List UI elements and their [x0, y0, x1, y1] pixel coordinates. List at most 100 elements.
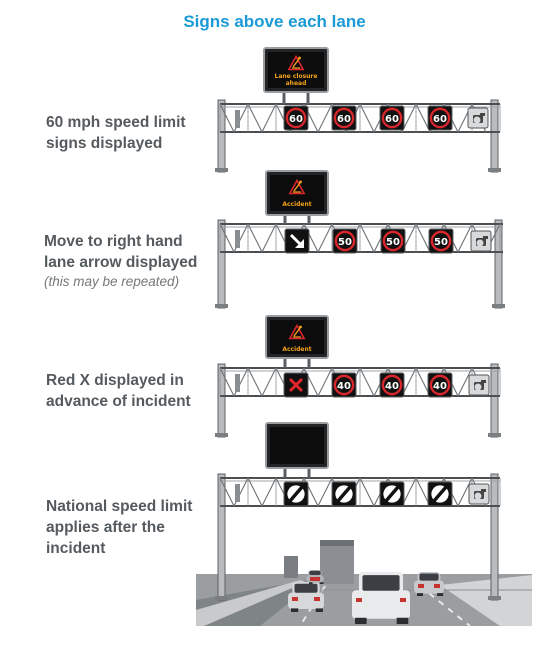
- gantry-bracket: [235, 110, 240, 128]
- truss-diagonal: [247, 223, 263, 253]
- lane-signal-3: 60: [379, 105, 405, 131]
- camera-lens: [474, 383, 482, 391]
- car-light: [292, 597, 298, 601]
- message-sign-text: Accident: [282, 201, 311, 208]
- barrier: [196, 580, 306, 626]
- speed-limit-ring: [334, 230, 356, 252]
- car-wheel: [291, 608, 299, 612]
- arrow-icon: [289, 233, 303, 247]
- caption-line: National speed limit: [46, 498, 193, 515]
- car-body: [352, 590, 410, 619]
- caption-line: 60 mph speed limit: [46, 114, 186, 131]
- lane-signal-1: [283, 372, 309, 398]
- gantry-post-foot: [488, 596, 501, 600]
- national-limit-stripe: [288, 485, 304, 503]
- truss-diagonal: [317, 477, 333, 507]
- speed-limit-value: 40: [385, 381, 399, 392]
- car-window: [362, 575, 400, 591]
- car-window: [309, 570, 321, 576]
- car-wheel: [437, 593, 444, 596]
- car-wheel: [315, 608, 323, 612]
- truss-diagonal: [457, 477, 473, 507]
- national-limit-stripe: [384, 485, 400, 503]
- lane-signal-3: [379, 481, 405, 507]
- gantry-post-foot: [215, 596, 228, 600]
- roadworks-figure: [293, 327, 301, 337]
- camera-lens: [474, 492, 482, 500]
- speed-limit-ring: [429, 374, 451, 396]
- car-wheel: [355, 617, 367, 624]
- truss-diagonal: [261, 103, 277, 133]
- car-window: [419, 573, 439, 581]
- lane-signal-4: 60: [427, 105, 453, 131]
- warning-triangle: [287, 54, 305, 71]
- speed-limit-value: 60: [433, 114, 447, 125]
- caption-line: Move to right hand: [44, 233, 183, 250]
- lane-marking: [419, 585, 471, 627]
- car-light: [314, 597, 320, 601]
- caption-scene-3: Red X displayed in advance of incident: [46, 370, 191, 412]
- lane-signal-1: 60: [283, 105, 309, 131]
- diagram-title: Signs above each lane: [183, 12, 366, 31]
- gantry-bracket: [235, 230, 240, 248]
- roadworks-figure: [292, 58, 300, 68]
- gantry-post-foot: [492, 304, 505, 308]
- camera-flash: [481, 380, 486, 383]
- speed-limit-ring: [333, 374, 355, 396]
- gantry-bracket: [235, 484, 240, 502]
- lane-signal-2: 50: [332, 228, 358, 254]
- camera-flash: [483, 236, 488, 239]
- gantry-post: [490, 363, 499, 438]
- gantry-post-foot: [215, 168, 228, 172]
- gantry-post: [217, 219, 226, 309]
- caption-scene-2: Move to right hand lane arrow displayed …: [44, 231, 197, 291]
- caption-line: incident: [46, 540, 106, 557]
- speed-limit-ring: [430, 230, 452, 252]
- truck: [320, 540, 354, 584]
- car-wheel: [396, 617, 409, 624]
- truss-diagonal: [261, 477, 277, 507]
- lane-signal-3: 50: [380, 228, 406, 254]
- caption-note: (this may be repeated): [44, 274, 180, 289]
- speed-limit-value: 40: [433, 381, 447, 392]
- roadworks-figure-head: [298, 56, 301, 60]
- lane-marking: [299, 585, 326, 627]
- national-limit-stripe: [432, 485, 448, 503]
- speed-limit-ring: [381, 107, 403, 129]
- speed-limit-value: 50: [338, 237, 352, 248]
- car-wheel: [309, 582, 313, 584]
- truss-diagonal: [359, 367, 375, 397]
- message-sign: [265, 422, 329, 478]
- speed-limit-ring: [333, 107, 355, 129]
- truss-diagonal: [247, 477, 263, 507]
- caption-line: lane arrow displayed: [44, 254, 198, 271]
- caption-line: applies after the: [46, 519, 165, 536]
- truck: [284, 556, 298, 578]
- truss-diagonal: [317, 367, 333, 397]
- camera-lens: [476, 239, 484, 247]
- car-light: [310, 577, 316, 581]
- car-light: [400, 598, 406, 602]
- speed-limit-ring: [285, 107, 307, 129]
- truss-diagonal: [457, 223, 473, 253]
- car: [288, 582, 324, 612]
- message-sign: Accident: [265, 315, 329, 368]
- car: [306, 570, 324, 584]
- lane-signal-4: 40: [427, 372, 453, 398]
- truss-diagonal: [261, 223, 277, 253]
- truss-diagonal: [219, 477, 235, 507]
- caption-scene-4: National speed limit applies after the i…: [46, 496, 192, 559]
- truss-diagonal: [219, 367, 235, 397]
- red-x-icon: [288, 377, 304, 393]
- message-sign: Accident: [265, 170, 329, 224]
- speed-limit-value: 60: [385, 114, 399, 125]
- car-light: [356, 598, 362, 602]
- gantry-post: [217, 473, 226, 601]
- gantry-post: [490, 473, 499, 601]
- lane-signal-2: 40: [331, 372, 357, 398]
